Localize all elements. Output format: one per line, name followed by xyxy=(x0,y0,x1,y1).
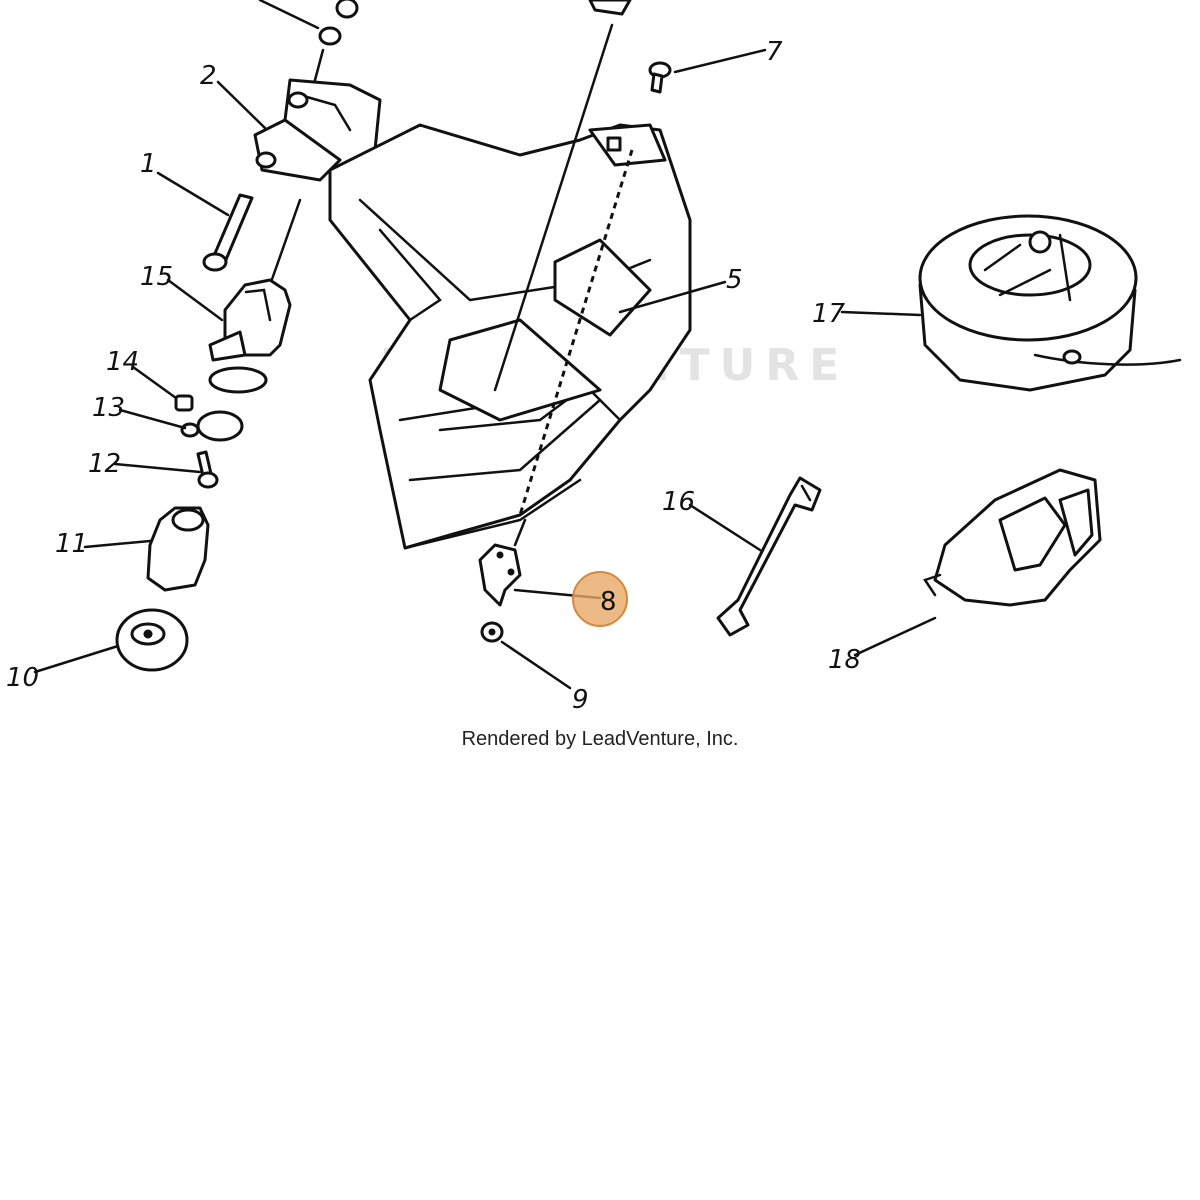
part-2-guard-assembly[interactable] xyxy=(253,23,692,550)
part-8-bracket[interactable] xyxy=(478,543,522,607)
part-1-bolt[interactable] xyxy=(202,193,254,272)
part-17-trimmer-head[interactable] xyxy=(918,214,1182,392)
leader-16 xyxy=(688,503,762,552)
callout-13[interactable]: 13 xyxy=(92,393,125,423)
callout-16[interactable]: 16 xyxy=(662,487,695,517)
part-18-goggles[interactable] xyxy=(923,468,1102,607)
part-9-nut[interactable] xyxy=(480,621,504,643)
part-16-wrench[interactable] xyxy=(716,476,822,637)
leader-12 xyxy=(113,462,202,474)
callout-9[interactable]: 9 xyxy=(572,685,589,715)
part-14-nut[interactable] xyxy=(174,394,194,412)
selected-callout-highlight xyxy=(572,571,628,627)
leader-5 xyxy=(618,280,727,314)
callout-10[interactable]: 10 xyxy=(6,663,39,693)
leader-1 xyxy=(156,171,230,217)
callout-17[interactable]: 17 xyxy=(812,299,846,329)
leader-18 xyxy=(853,616,937,657)
callout-8[interactable]: 8 xyxy=(600,587,617,617)
leader-17 xyxy=(840,310,922,317)
callout-12[interactable]: 12 xyxy=(88,449,121,479)
callout-11[interactable]: 11 xyxy=(55,529,88,559)
part-7-screw[interactable] xyxy=(648,61,672,94)
leader-13 xyxy=(118,408,187,430)
part-10-cap[interactable] xyxy=(115,608,189,672)
callout-5[interactable]: 5 xyxy=(726,265,743,295)
leader-11 xyxy=(83,539,152,549)
callout-18[interactable]: 18 xyxy=(828,645,861,675)
render-credit: Rendered by LeadVenture, Inc. xyxy=(461,728,739,750)
part-12-screw[interactable] xyxy=(196,450,219,489)
leader-15 xyxy=(166,278,224,322)
leader-9 xyxy=(500,640,572,690)
callout-1[interactable]: 1 xyxy=(140,149,157,179)
leader-7 xyxy=(673,48,767,74)
leader-14 xyxy=(131,365,178,400)
callout-2[interactable]: 2 xyxy=(200,61,217,91)
top-washer-part xyxy=(258,0,632,46)
part-15-clamp[interactable] xyxy=(208,278,292,394)
part-11-hub[interactable] xyxy=(146,506,210,592)
callout-7[interactable]: 7 xyxy=(766,37,783,67)
leader-10 xyxy=(33,644,120,674)
callout-15[interactable]: 15 xyxy=(140,262,173,292)
callout-14[interactable]: 14 xyxy=(106,347,139,377)
part-13-clip[interactable] xyxy=(180,410,244,442)
leader-2 xyxy=(216,80,267,130)
